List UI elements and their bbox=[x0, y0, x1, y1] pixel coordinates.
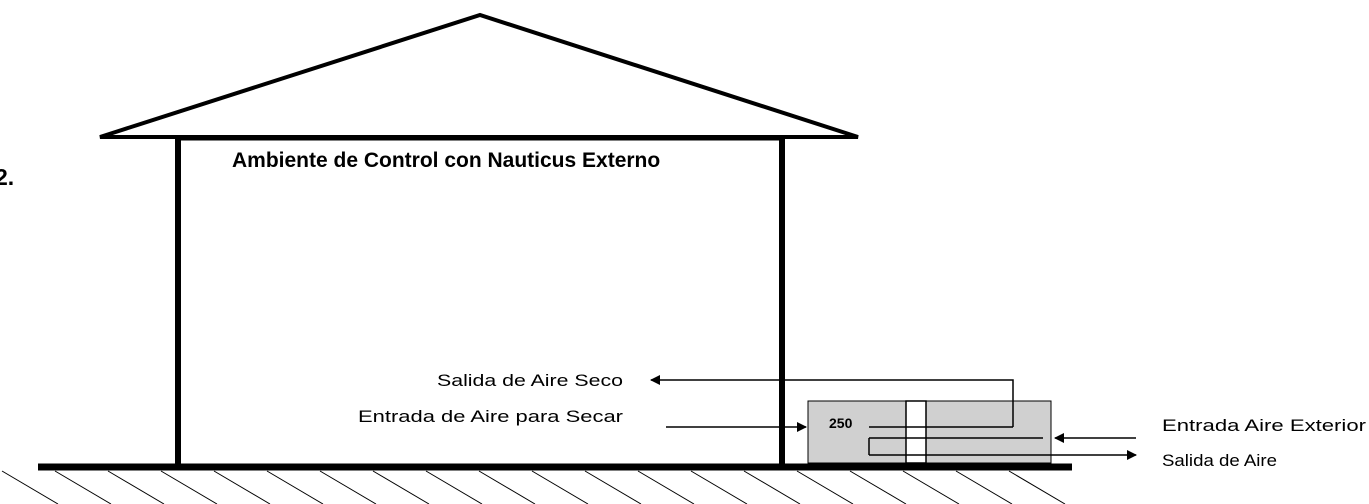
ground-hatch-line bbox=[54, 470, 112, 504]
dehumidifier-unit bbox=[807, 400, 1052, 464]
ground-hatch-line bbox=[531, 470, 589, 504]
unit-model-label: 250 bbox=[829, 415, 853, 431]
unit-vertical-duct bbox=[905, 400, 927, 464]
figure-number: 2. bbox=[0, 164, 14, 190]
ground-hatch-line bbox=[372, 470, 430, 504]
ground-hatch-line bbox=[743, 470, 801, 504]
ground-hatch-line bbox=[849, 470, 907, 504]
ground-hatch-line bbox=[266, 470, 324, 504]
ground-hatch-line bbox=[160, 470, 218, 504]
ground-hatch-line bbox=[107, 470, 165, 504]
ground-hatch-line bbox=[213, 470, 271, 504]
ground-hatch-line bbox=[637, 470, 695, 504]
ground-hatch-line bbox=[478, 470, 536, 504]
ground-hatch-line bbox=[319, 470, 377, 504]
house-roof bbox=[99, 12, 859, 139]
label-outside-air-in: Entrada Aire Exterior bbox=[1162, 416, 1366, 435]
ground-hatch-line bbox=[1008, 470, 1066, 504]
ground-hatching bbox=[1, 470, 1066, 504]
ground-hatch-line bbox=[425, 470, 483, 504]
label-dry-air-out: Salida de Aire Seco bbox=[437, 371, 623, 390]
ground-hatch-line bbox=[955, 470, 1013, 504]
ground-hatch-line bbox=[1, 470, 59, 504]
ground-hatch-line bbox=[690, 470, 748, 504]
house-title: Ambiente de Control con Nauticus Externo bbox=[232, 149, 660, 172]
ground-hatch-line bbox=[796, 470, 854, 504]
label-air-out: Salida de Aire bbox=[1162, 451, 1277, 470]
label-air-in-to-dry: Entrada de Aire para Secar bbox=[358, 407, 623, 426]
ground-hatch-line bbox=[584, 470, 642, 504]
ground-hatch-line bbox=[902, 470, 960, 504]
dry-air-out-duct bbox=[650, 375, 1014, 427]
